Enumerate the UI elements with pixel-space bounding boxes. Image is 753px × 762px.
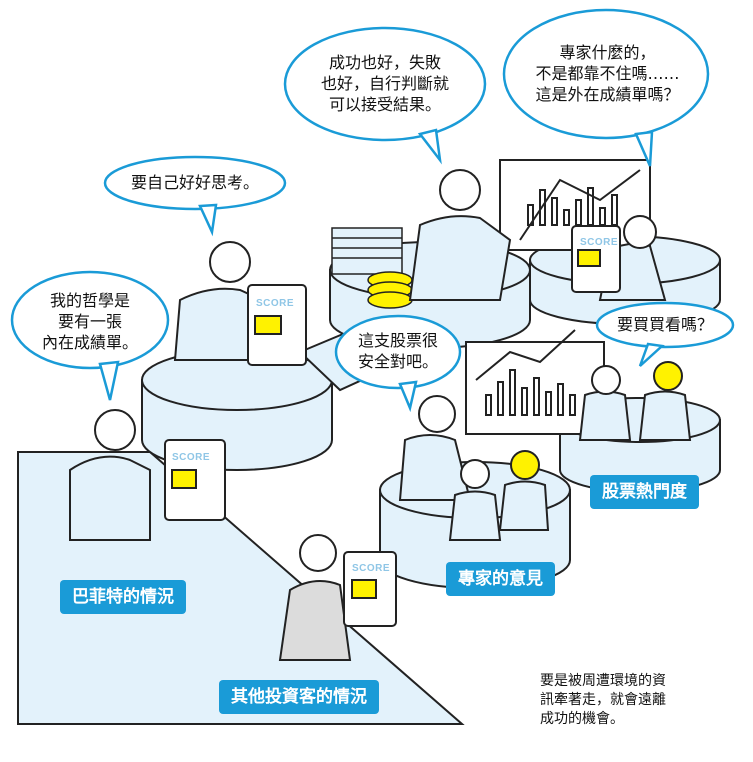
score-card-label: SCORE	[256, 298, 295, 309]
buffett-figure-celebrating	[408, 169, 512, 301]
label-experts: 專家的意見	[446, 562, 555, 596]
bubble-line: 要買買看嗎？	[616, 315, 713, 334]
other-investor-figure	[278, 534, 397, 661]
bubble-line: 也好，自行判斷就	[320, 74, 449, 93]
bubble-philosophy	[10, 270, 170, 401]
bubble-think	[103, 155, 287, 237]
score-card-label: SCORE	[352, 563, 391, 574]
bubble-line: 要有一張	[57, 312, 122, 331]
caption-note: 要是被周遭環境的資 訊牽著走，就會遠離 成功的機會。	[540, 672, 666, 729]
money-pile	[331, 227, 413, 309]
score-card-label: SCORE	[580, 237, 619, 248]
chart-board-middle	[465, 329, 605, 435]
bubble-expert	[502, 8, 710, 167]
buffett-figure-front	[69, 409, 226, 541]
label-popularity: 股票熱門度	[590, 475, 699, 509]
bubble-safe	[334, 314, 462, 413]
bubble-line: 專家什麼的，	[559, 43, 656, 62]
audience-figures	[448, 450, 550, 541]
bubble-buy-text: 要買買看嗎？	[610, 314, 720, 335]
note-line: 要是被周遭環境的資	[540, 673, 666, 689]
bubble-success	[283, 26, 487, 165]
bubble-think-text: 要自己好好思考。	[120, 172, 270, 193]
bubble-line: 不是都靠不住嗎……	[535, 64, 680, 83]
bubble-line: 內在成績單。	[41, 333, 138, 352]
buffett-figure-thinking	[173, 241, 307, 366]
note-line: 訊牽著走，就會遠離	[540, 692, 666, 708]
bubble-buy	[595, 301, 735, 367]
bubble-line: 要自己好好思考。	[130, 173, 259, 192]
popularity-figures	[578, 361, 692, 441]
bubble-line: 可以接受結果。	[328, 95, 441, 114]
bubble-line: 我的哲學是	[49, 291, 130, 310]
bubble-line: 這是外在成績單嗎？	[535, 85, 680, 104]
note-line: 成功的機會。	[540, 711, 624, 727]
bubble-line: 成功也好，失敗	[328, 53, 441, 72]
bubble-expert-text: 專家什麼的， 不是都靠不住嗎…… 這是外在成績單嗎？	[525, 42, 690, 105]
label-buffett: 巴菲特的情況	[60, 580, 186, 614]
bubble-line: 安全對吧。	[357, 352, 438, 371]
bubble-philosophy-text: 我的哲學是 要有一張 內在成績單。	[30, 290, 150, 353]
expert-figure	[398, 395, 472, 501]
score-card-label: SCORE	[172, 452, 211, 463]
label-others: 其他投資客的情況	[219, 680, 379, 714]
bubble-success-text: 成功也好，失敗 也好，自行判斷就 可以接受結果。	[305, 52, 465, 115]
bubble-safe-text: 這支股票很 安全對吧。	[348, 330, 448, 372]
bubble-line: 這支股票很	[357, 331, 438, 350]
expert-skeptic-figure	[571, 215, 667, 301]
